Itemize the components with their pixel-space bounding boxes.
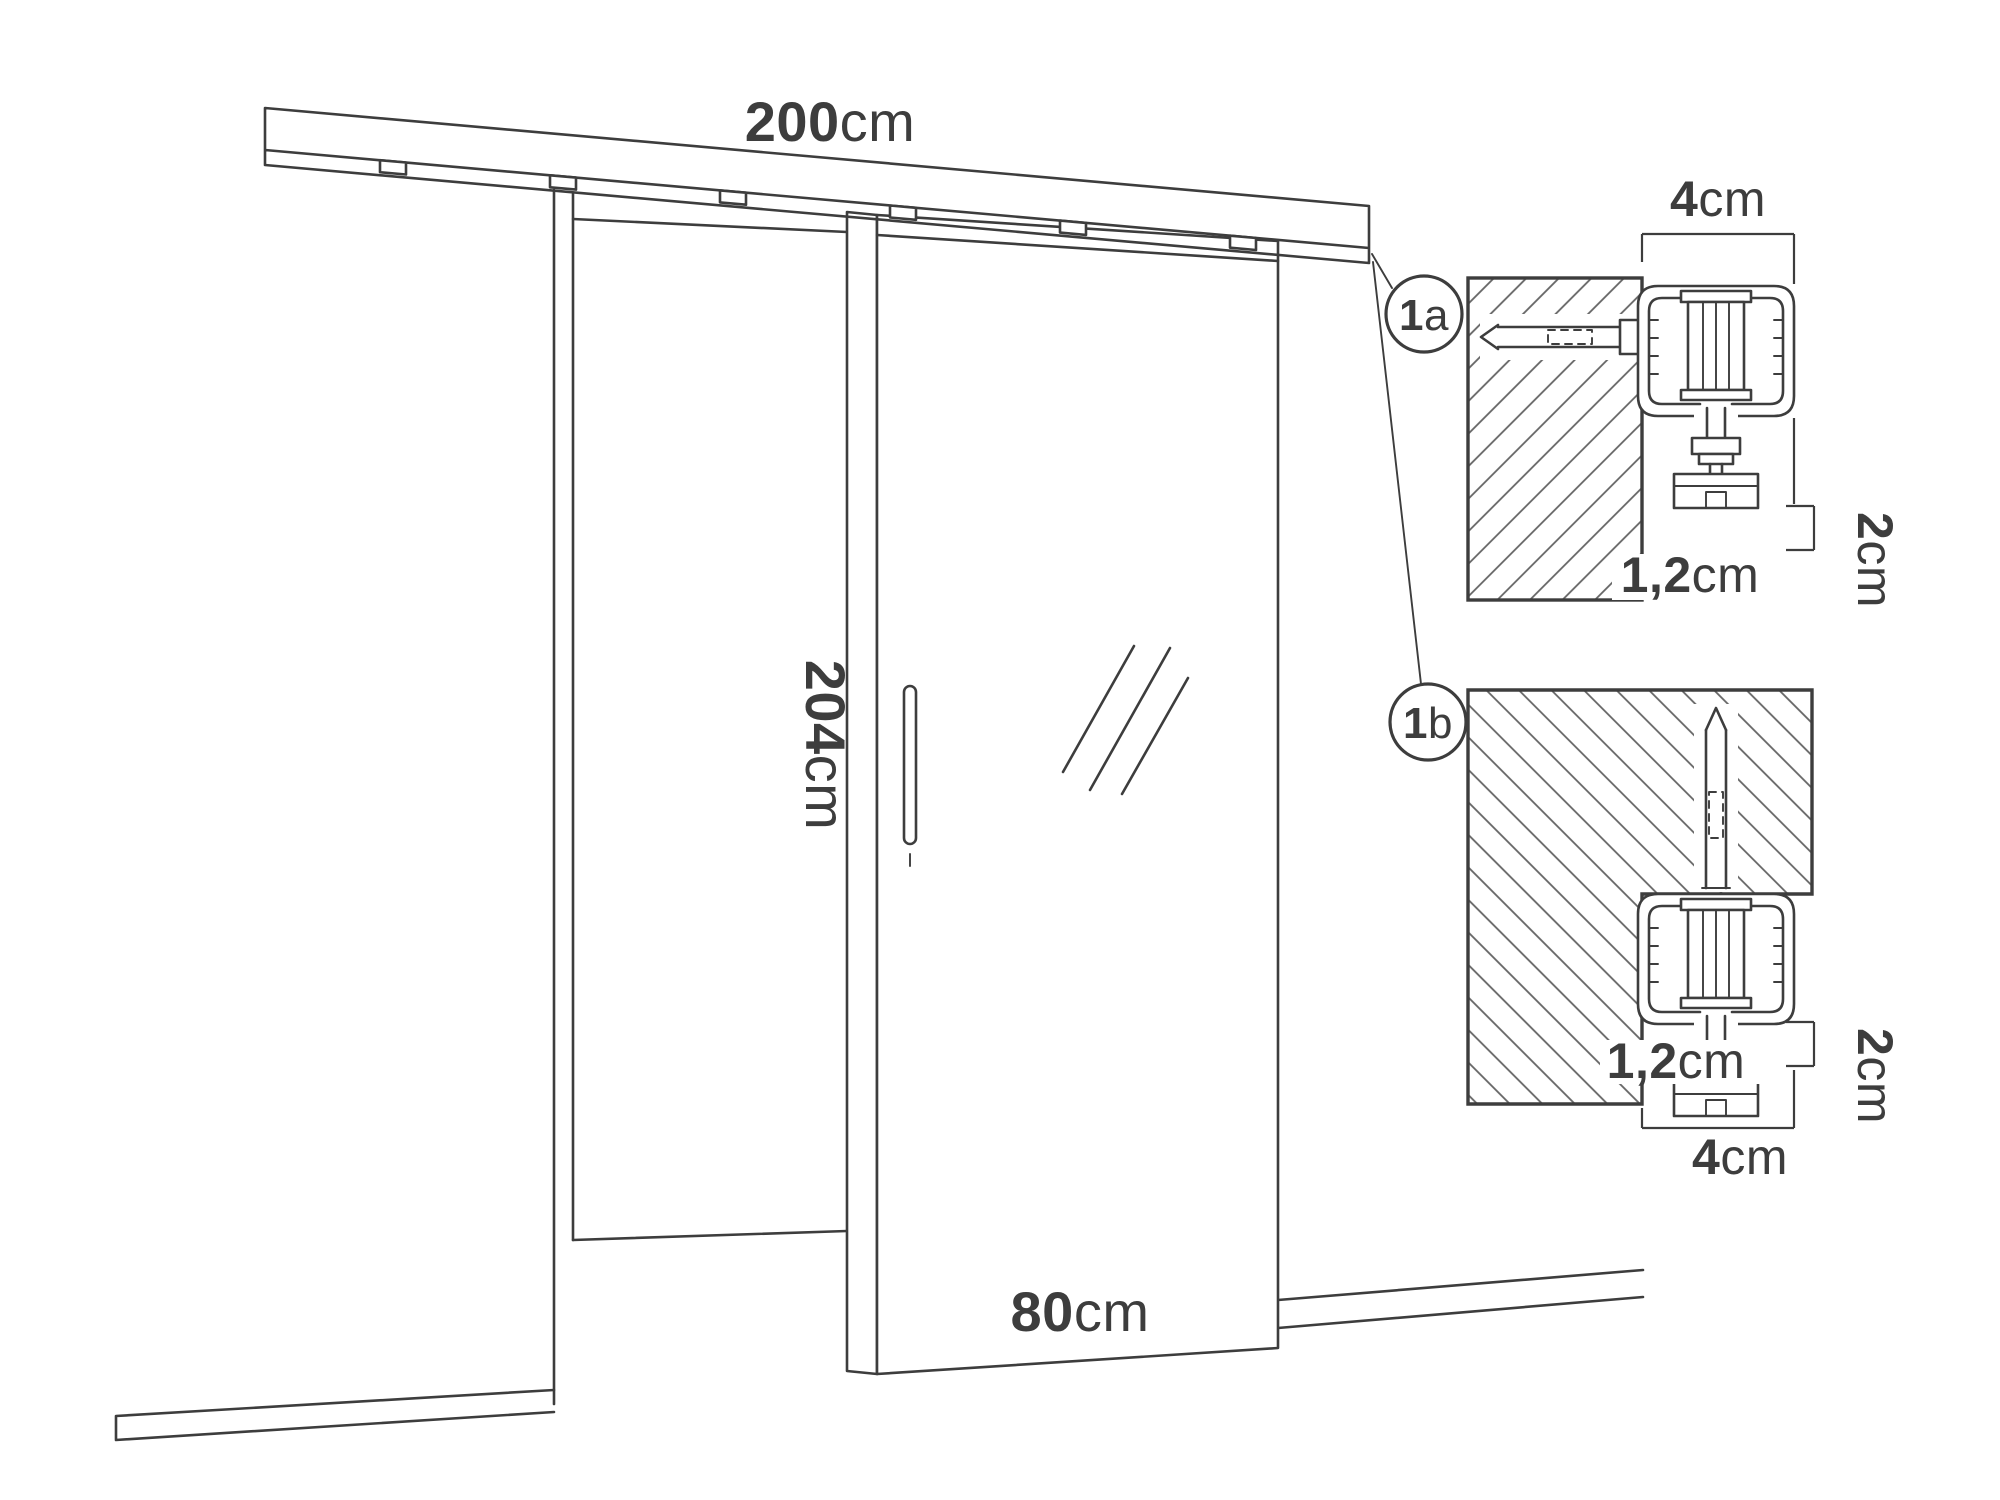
callout-1a-badge: 1a — [1384, 274, 1464, 354]
detail-1b-dimensions: 2cm 1,2cm 4cm — [1600, 1020, 1903, 1185]
door-front-face — [875, 213, 1280, 1376]
glass-shine-icon — [1061, 644, 1190, 796]
wall-opening — [552, 188, 849, 1406]
callout-1b-circle — [1388, 682, 1468, 762]
sliding-door-panel — [845, 210, 1280, 1376]
detail-1a-width-label: 4cm — [1670, 171, 1766, 227]
detail-1b-width-label: 4cm — [1692, 1129, 1788, 1185]
detail-view-1b: 2cm 1,2cm 4cm — [1466, 688, 1903, 1185]
floor-skirting-lines — [114, 1268, 1645, 1442]
wall-screw-1a — [1479, 314, 1644, 360]
door-handle — [902, 684, 918, 846]
rail-clips — [378, 158, 1258, 252]
callout-leader-lines — [1371, 253, 1422, 685]
callout-1b-badge: 1b — [1388, 682, 1468, 762]
door-width-label: 80cm — [1011, 1280, 1150, 1343]
detail-view-1a: 4cm 2cm 1,2cm — [1466, 171, 1903, 608]
detail-1a-offset-label: 1,2cm — [1621, 547, 1760, 603]
callout-1a-label: 1a — [1399, 291, 1449, 340]
rail-width-label: 200cm — [745, 90, 916, 153]
callout-1a-circle — [1384, 274, 1464, 354]
detail-1a-dimensions: 4cm 2cm 1,2cm — [1612, 171, 1903, 608]
main-drawing: 200cm 204cm 80cm — [114, 90, 1645, 1442]
door-height-label: 204cm — [794, 660, 857, 831]
detail-1b-clearance-label: 2cm — [1847, 1028, 1903, 1124]
top-rail — [263, 106, 1371, 265]
detail-1b-offset-label: 1,2cm — [1607, 1033, 1746, 1089]
wall-screw-1b — [1694, 704, 1738, 892]
detail-1a-clearance-label: 2cm — [1847, 512, 1903, 608]
callout-1b-label: 1b — [1403, 699, 1453, 748]
